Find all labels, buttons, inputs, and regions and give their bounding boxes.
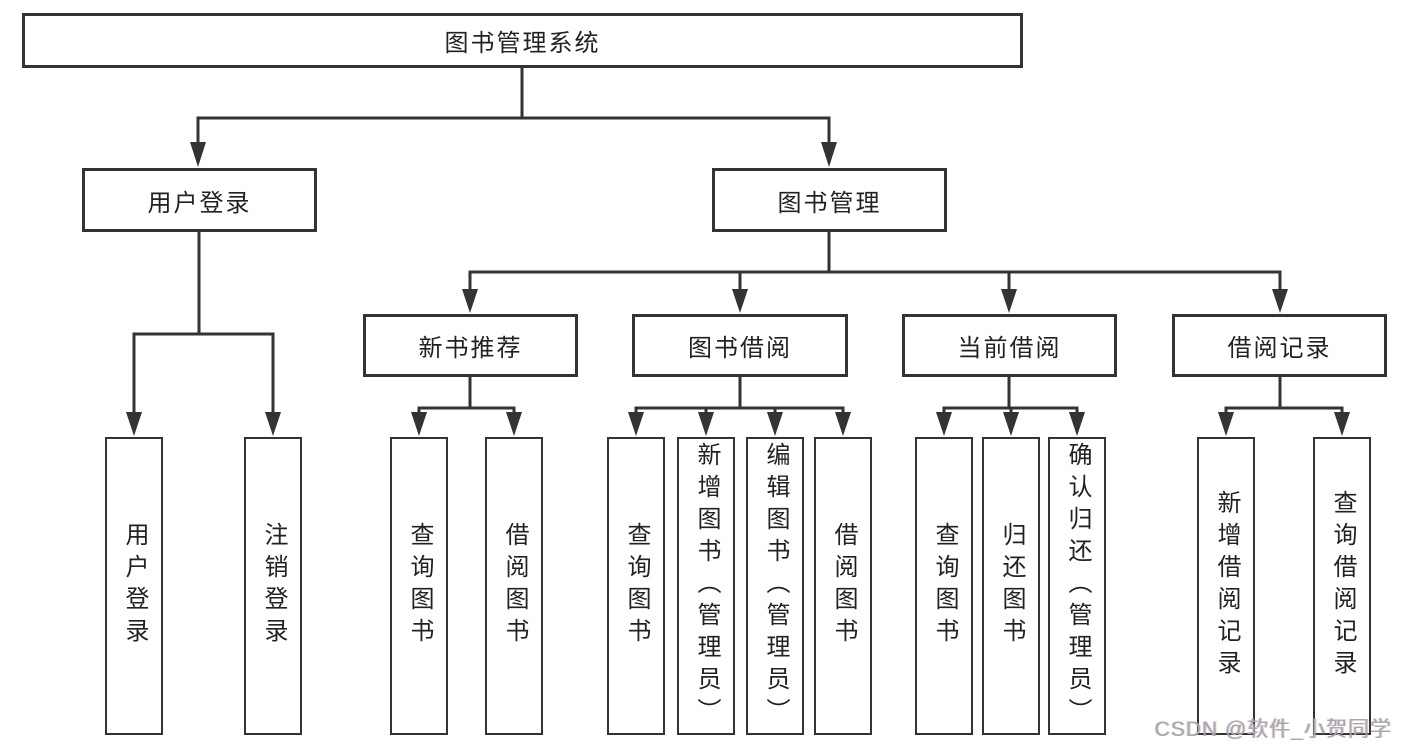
node-book-management: 图书管理 — [712, 168, 947, 232]
tree-edges — [132, 68, 1344, 413]
leaf-user-login: 用户登录 — [105, 437, 163, 735]
leaf-query-books-borrow: 查询图书 — [607, 437, 665, 735]
leaf-return-book: 归还图书 — [982, 437, 1040, 735]
node-user-login: 用户登录 — [82, 168, 317, 232]
node-new-book-recommend: 新书推荐 — [363, 314, 578, 377]
leaf-borrow-books-recommend: 借阅图书 — [485, 437, 543, 735]
node-book-borrowing: 图书借阅 — [632, 314, 848, 377]
arrowheads — [126, 142, 1350, 436]
node-current-borrowing: 当前借阅 — [902, 314, 1117, 377]
leaf-add-borrow-record: 新增借阅记录 — [1197, 437, 1255, 735]
leaf-logout: 注销登录 — [244, 437, 302, 735]
leaf-query-books-recommend: 查询图书 — [390, 437, 448, 735]
leaf-query-borrow-record: 查询借阅记录 — [1313, 437, 1371, 735]
leaf-confirm-return-admin: 确认归还（管理员） — [1048, 437, 1106, 735]
node-borrow-records: 借阅记录 — [1172, 314, 1387, 377]
csdn-watermark: CSDN @软件_小贺同学 — [1154, 718, 1392, 741]
node-library-system: 图书管理系统 — [22, 13, 1023, 68]
leaf-edit-book-admin: 编辑图书（管理员） — [746, 437, 804, 735]
leaf-add-book-admin: 新增图书（管理员） — [677, 437, 735, 735]
leaf-query-books-current: 查询图书 — [915, 437, 973, 735]
leaf-borrow-books: 借阅图书 — [814, 437, 872, 735]
